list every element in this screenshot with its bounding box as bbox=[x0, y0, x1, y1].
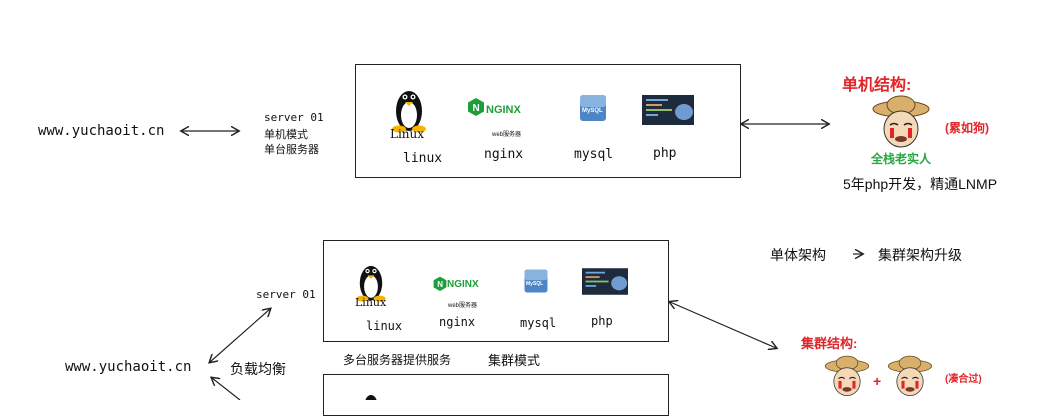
server-line-3: 单台服务器 bbox=[264, 144, 319, 156]
nginx-logo-text: NGINX bbox=[486, 104, 521, 116]
component-label-mysql: mysql bbox=[574, 147, 614, 162]
php-code-image-icon-3 bbox=[583, 396, 607, 400]
component-label-linux: linux bbox=[403, 151, 443, 166]
meme-face-icon-3 bbox=[886, 354, 934, 400]
arrow-box-cluster-structure bbox=[670, 302, 776, 348]
component-label-nginx-2: nginx bbox=[439, 315, 476, 329]
server-label-bottom: server 01 bbox=[256, 288, 316, 301]
mysql-logo-text: MySQL bbox=[582, 108, 603, 114]
multi-server-label: 多台服务器提供服务 bbox=[343, 353, 452, 367]
arrow-lb-server01 bbox=[210, 309, 270, 362]
linux-logo-icon-2 bbox=[348, 259, 394, 309]
server-line-1: server 01 bbox=[264, 111, 324, 124]
component-label-nginx: nginx bbox=[484, 147, 524, 162]
single-structure-person: 全栈老实人 bbox=[871, 152, 932, 166]
cluster-plus-sign: + bbox=[873, 373, 882, 389]
nginx-sub-label: web服务器 bbox=[492, 132, 522, 138]
load-balance-label: 负载均衡 bbox=[230, 361, 286, 377]
php-code-image-icon bbox=[642, 95, 694, 125]
component-label-mysql-2: mysql bbox=[520, 316, 557, 330]
cluster-structure-title: 集群结构: bbox=[801, 336, 858, 351]
single-structure-note: (累如狗) bbox=[945, 121, 989, 135]
linux-logo-text-2: Linux bbox=[355, 296, 387, 309]
single-structure-caption: 5年php开发，精通LNMP bbox=[843, 176, 998, 192]
linux-logo-icon-3 bbox=[360, 390, 382, 400]
single-structure-title: 单机结构: bbox=[842, 77, 912, 94]
server-line-2: 单机模式 bbox=[264, 129, 308, 141]
component-label-linux-2: linux bbox=[366, 319, 403, 333]
mysql-logo-icon-2 bbox=[521, 266, 551, 296]
monolith-label: 单体架构 bbox=[770, 247, 826, 263]
component-label-php: php bbox=[653, 146, 677, 161]
meme-face-icon bbox=[870, 95, 932, 151]
linux-logo-icon bbox=[383, 83, 435, 141]
domain-label-bottom: www.yuchaoit.cn bbox=[65, 359, 192, 375]
connector-arrows bbox=[0, 0, 1054, 400]
cluster-upgrade-label: 集群架构升级 bbox=[878, 247, 962, 263]
linux-logo-text: Linux bbox=[390, 127, 425, 141]
nginx-sub-label-2: web服务器 bbox=[448, 303, 478, 309]
nginx-logo-icon: N bbox=[466, 96, 536, 126]
mysql-logo-icon-3 bbox=[522, 395, 548, 400]
svg-text:N: N bbox=[473, 103, 480, 114]
mysql-logo-icon bbox=[576, 91, 610, 125]
nginx-logo-icon-2: N bbox=[430, 275, 490, 299]
arrow-lb-server02 bbox=[212, 378, 241, 400]
meme-face-icon-2 bbox=[823, 354, 871, 400]
mysql-logo-text-2: MySQL bbox=[526, 281, 544, 287]
domain-label-top: www.yuchaoit.cn bbox=[38, 123, 165, 139]
php-code-image-icon-2 bbox=[582, 268, 628, 295]
cluster-structure-note: (凑合过) bbox=[945, 374, 982, 385]
cluster-mode-label: 集群模式 bbox=[488, 353, 541, 368]
component-label-php-2: php bbox=[591, 314, 613, 328]
svg-text:N: N bbox=[437, 280, 443, 289]
nginx-logo-text-2: NGINX bbox=[447, 279, 479, 290]
